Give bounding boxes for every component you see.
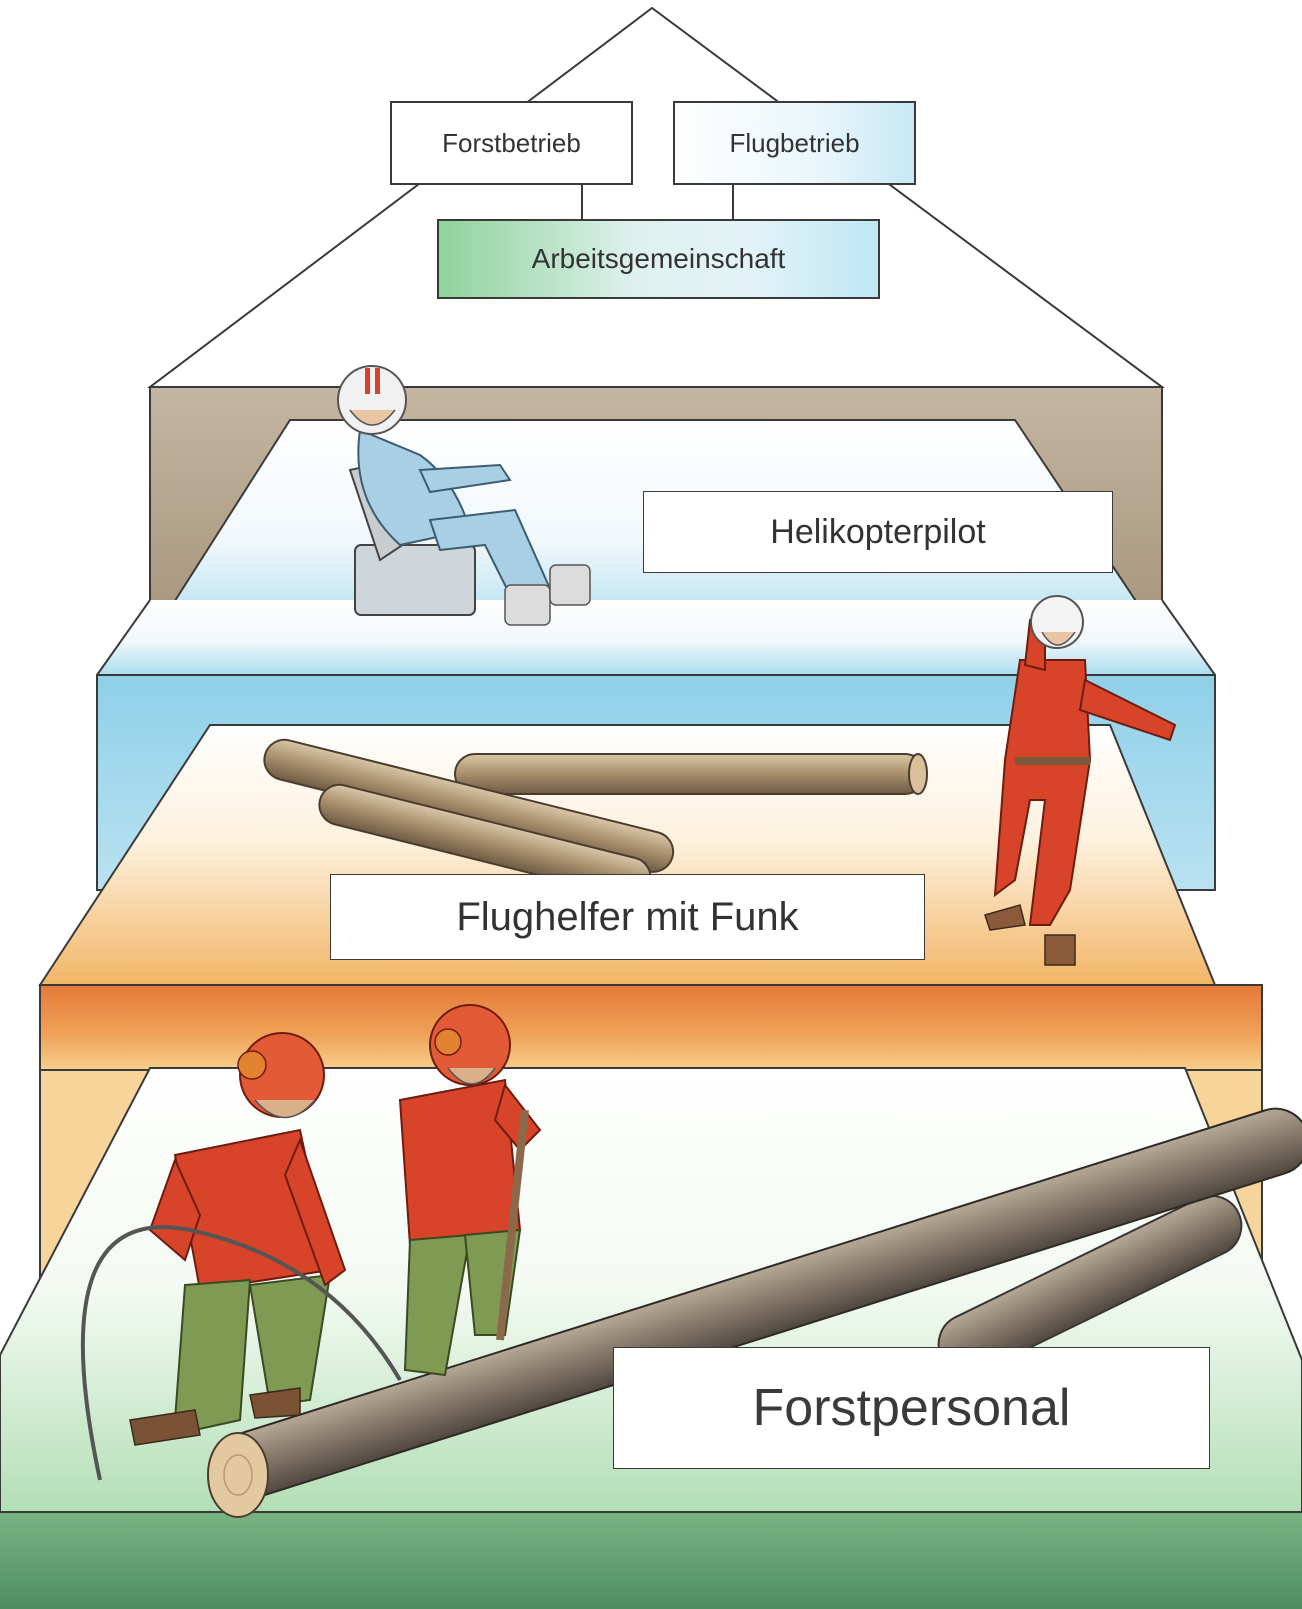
- arbeitsgemeinschaft-box: Arbeitsgemeinschaft: [437, 219, 880, 299]
- helikopterpilot-label: Helikopterpilot: [643, 491, 1113, 573]
- flugbetrieb-box: Flugbetrieb: [673, 101, 916, 185]
- flughelfer-label: Flughelfer mit Funk: [330, 874, 925, 960]
- forstbetrieb-box: Forstbetrieb: [390, 101, 633, 185]
- ground: [0, 1512, 1302, 1609]
- roof: [150, 8, 1162, 387]
- forstpersonal-label: Forstpersonal: [613, 1347, 1210, 1469]
